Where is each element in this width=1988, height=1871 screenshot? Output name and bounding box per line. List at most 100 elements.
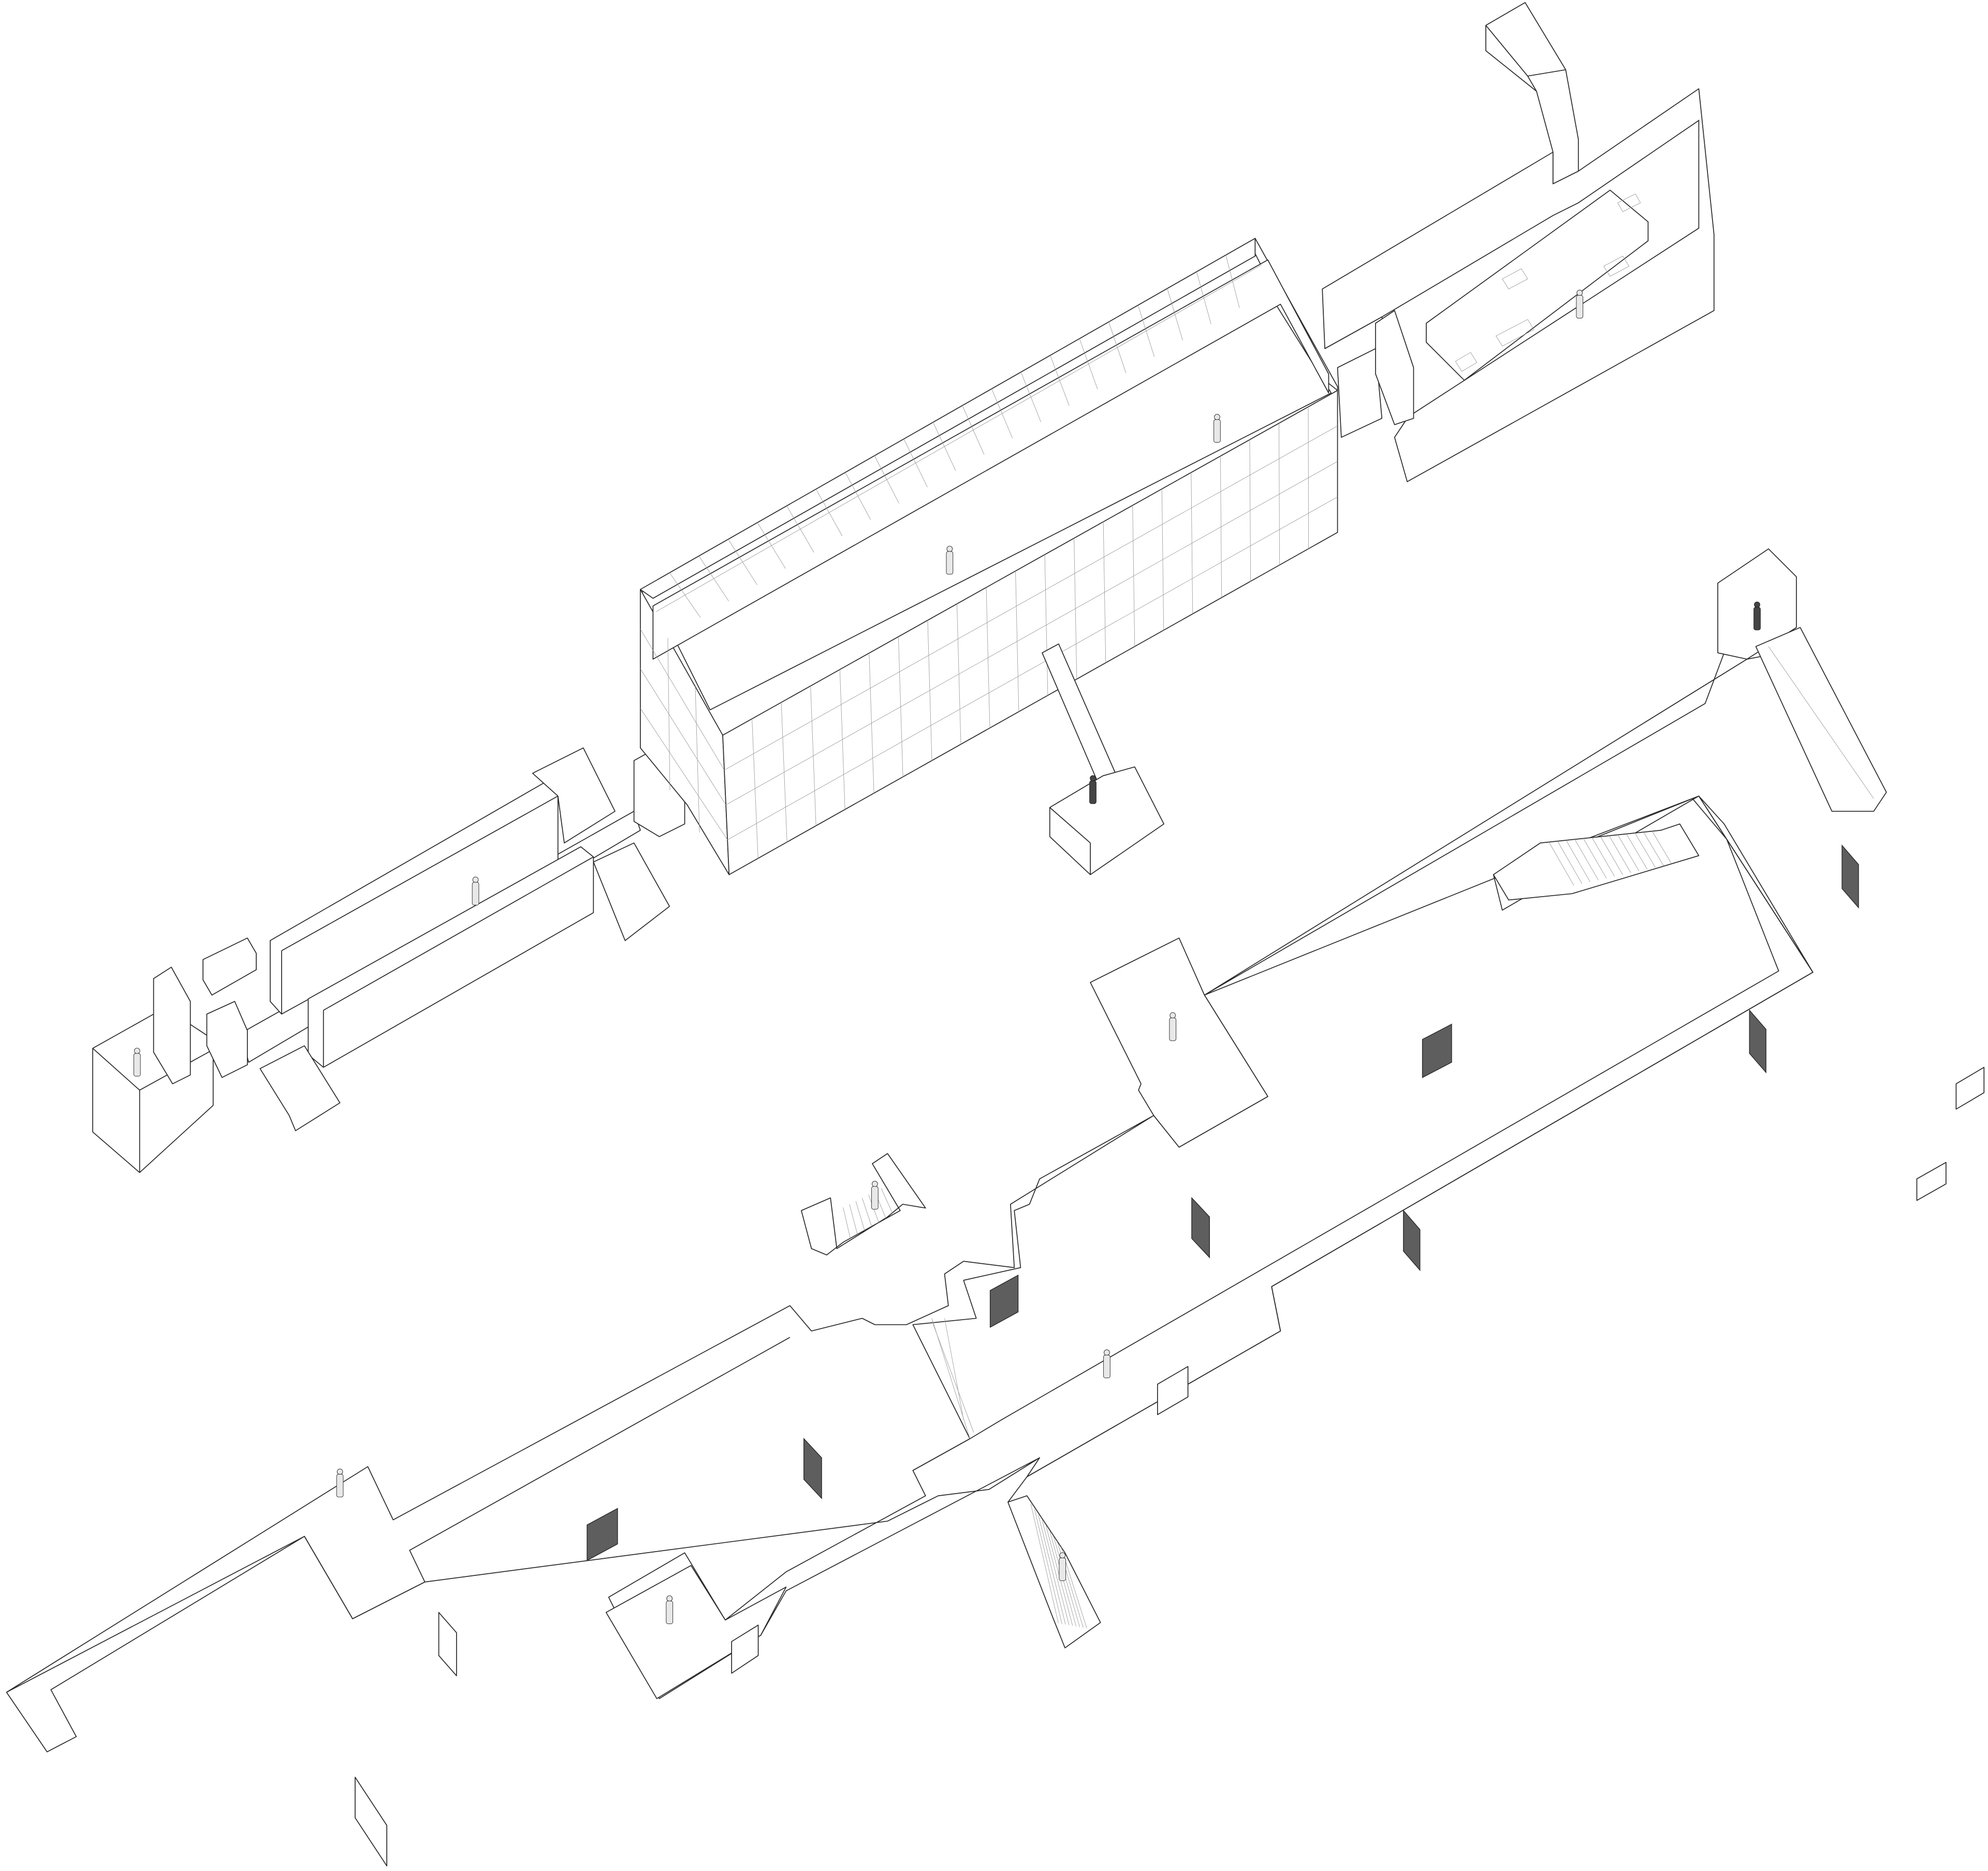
west-small-block: [202, 938, 257, 996]
stair-step: [1591, 837, 1615, 877]
edge: [1527, 69, 1566, 77]
stair-step: [1600, 836, 1623, 875]
stair-step: [1557, 841, 1583, 884]
edge: [281, 795, 559, 952]
edge: [323, 856, 594, 1011]
panel: [1841, 844, 1859, 909]
grid-line: [724, 426, 1338, 770]
table-item: [1496, 319, 1534, 347]
human-figures: [133, 289, 1761, 1625]
grid-line: [640, 628, 725, 770]
panel: [1749, 1009, 1766, 1074]
panel: [1403, 1209, 1421, 1271]
figure-head: [472, 876, 479, 883]
human-figure: [1753, 602, 1761, 631]
figure-body: [1753, 607, 1761, 631]
stair-step: [1617, 835, 1640, 871]
grid-line: [725, 461, 1338, 806]
back-wall-grid: [656, 255, 1262, 618]
gallery-edge-main: [912, 798, 1779, 1471]
pavilion-west-wall: [640, 589, 730, 875]
stairs: [800, 823, 1700, 1648]
stair-step: [1030, 1503, 1059, 1624]
west-link: [206, 1001, 248, 1078]
human-figure: [1089, 775, 1097, 804]
grid-facade-pavilion: [640, 238, 1338, 875]
panel-outline: [438, 1612, 457, 1676]
edge: [1049, 807, 1091, 843]
stair-step: [1566, 840, 1590, 882]
stair-step: [1053, 1536, 1080, 1627]
stair-step: [861, 1197, 872, 1227]
stair-step: [1643, 832, 1664, 866]
figure-head: [666, 1595, 673, 1602]
figure-body: [1103, 1354, 1110, 1379]
stair-step: [1574, 839, 1599, 881]
tower: [1485, 2, 1579, 184]
panel: [989, 1274, 1019, 1328]
ramp-line: [944, 1318, 964, 1420]
panel-outline: [731, 1625, 759, 1674]
human-figure: [472, 876, 479, 905]
figure-head: [134, 1047, 140, 1054]
panel: [1191, 1196, 1210, 1259]
stair-step: [855, 1201, 865, 1231]
grid-line: [727, 496, 1338, 840]
front-wall-grid: [724, 406, 1338, 859]
stair-step: [1583, 838, 1607, 879]
panel: [803, 1438, 822, 1500]
grid-line: [656, 265, 1262, 612]
table-item: [1455, 352, 1478, 372]
ramp-line: [931, 1321, 974, 1433]
figure-head: [871, 1181, 878, 1187]
west-wing: [92, 747, 685, 1173]
stair-center: [800, 1153, 926, 1255]
edge: [1527, 76, 1537, 92]
figure-head: [1754, 602, 1760, 608]
stair-step: [843, 1207, 851, 1238]
edge: [92, 1048, 140, 1091]
stair-ne: [1493, 823, 1700, 901]
human-figure: [871, 1181, 879, 1210]
stair-step: [1626, 834, 1648, 870]
edge: [1485, 25, 1528, 77]
human-figure: [133, 1047, 141, 1077]
figure-head: [1059, 1552, 1066, 1559]
stair-step: [1609, 836, 1631, 873]
figure-body: [1059, 1557, 1066, 1581]
panel-outline: [1157, 1366, 1189, 1415]
figure-body: [1089, 780, 1097, 804]
human-figure: [1169, 1012, 1177, 1041]
human-figure: [666, 1595, 674, 1625]
stair-step: [1042, 1520, 1070, 1626]
table-item: [1617, 194, 1641, 212]
display-panels: [355, 844, 1985, 1867]
gallery-floor-west: [6, 608, 1814, 1752]
bridge-kiosk: [1049, 766, 1164, 875]
west-bar-north-cap: [532, 747, 616, 844]
figure-head: [1170, 1012, 1176, 1019]
west-pad: [259, 1045, 341, 1131]
gallery-edge-upper: [6, 1337, 791, 1693]
figure-head: [1214, 414, 1220, 420]
stair-step: [1034, 1509, 1062, 1624]
west-room-wall: [153, 967, 191, 1085]
figure-body: [133, 1053, 141, 1077]
figure-body: [1169, 1017, 1177, 1041]
ne-ramp-line: [1768, 646, 1874, 799]
figure-body: [946, 551, 954, 575]
gallery-court-south: [605, 1565, 787, 1699]
ne-ramp: [1755, 627, 1887, 812]
figure-head: [946, 546, 953, 552]
stair-step: [1634, 832, 1656, 868]
human-figure: [1103, 1349, 1110, 1379]
figure-body: [1576, 295, 1584, 319]
tower-body: [1485, 2, 1579, 184]
stair-step: [881, 1188, 894, 1215]
figure-head: [1576, 289, 1583, 296]
stair-step: [1651, 831, 1672, 864]
pavilion-inner-wall: [652, 259, 1329, 660]
annex-inner-edge: [1324, 119, 1700, 416]
table-item: [1502, 268, 1528, 289]
